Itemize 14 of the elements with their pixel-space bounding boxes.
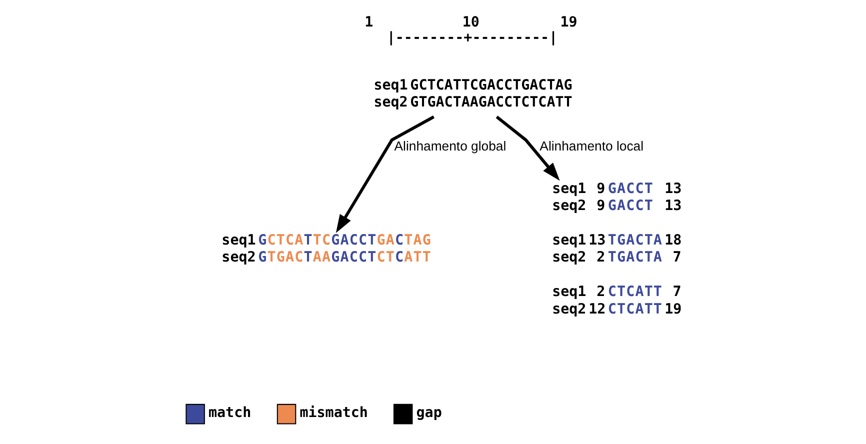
edge-label: Alinhamento local [539,138,644,154]
label: |--------+---------| [386,30,558,46]
label: 1 [364,14,373,31]
node-text: seq1 9 GACCT 13 seq2 9 GACCT 13 seq1 13 TGACTA 18 seq2 2 TGACTA 7 seq1 2 CTCATT 7 seq2 12 CTCATT 19 [552,180,682,318]
node-text: seq1 GCTCATTCGACCTGACTAG seq2 GTGACTAAGACCTCTCATT [221,232,430,266]
label: 19 [560,14,577,31]
legend-label: match [208,404,251,421]
arrow [335,116,434,233]
label: 10 [462,14,479,31]
node-text: seq1 GCTCATTCGACCTGACTAG seq2 GTGACTAAGACCTCTCATT [373,77,572,111]
edge-label: Alinhamento global [394,138,506,154]
legend-label: mismatch [299,404,368,421]
legend-label: gap [416,404,442,421]
arrow [495,116,560,181]
